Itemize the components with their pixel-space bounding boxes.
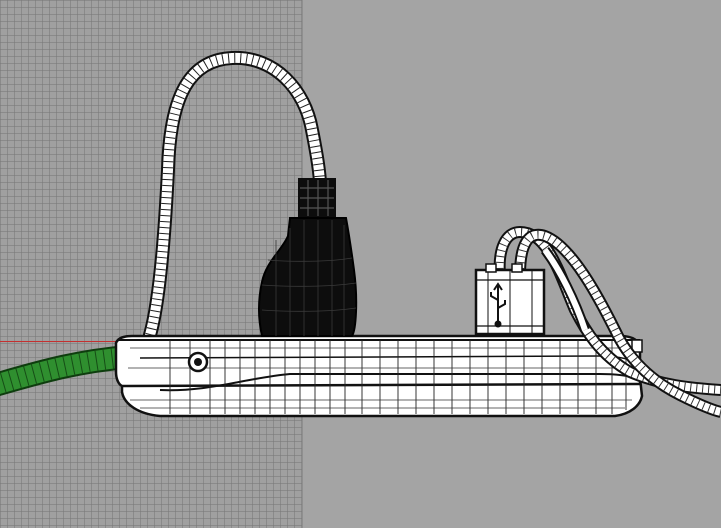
usb-cables: [493, 225, 721, 418]
plug-cable-loop: [143, 50, 327, 342]
main-plug: [258, 178, 358, 337]
x-axis-line: [0, 341, 150, 342]
usb-icon: [490, 282, 506, 328]
usb-adapter: [474, 263, 546, 336]
power-strip-body: [114, 334, 644, 418]
construction-grid: [0, 0, 303, 528]
